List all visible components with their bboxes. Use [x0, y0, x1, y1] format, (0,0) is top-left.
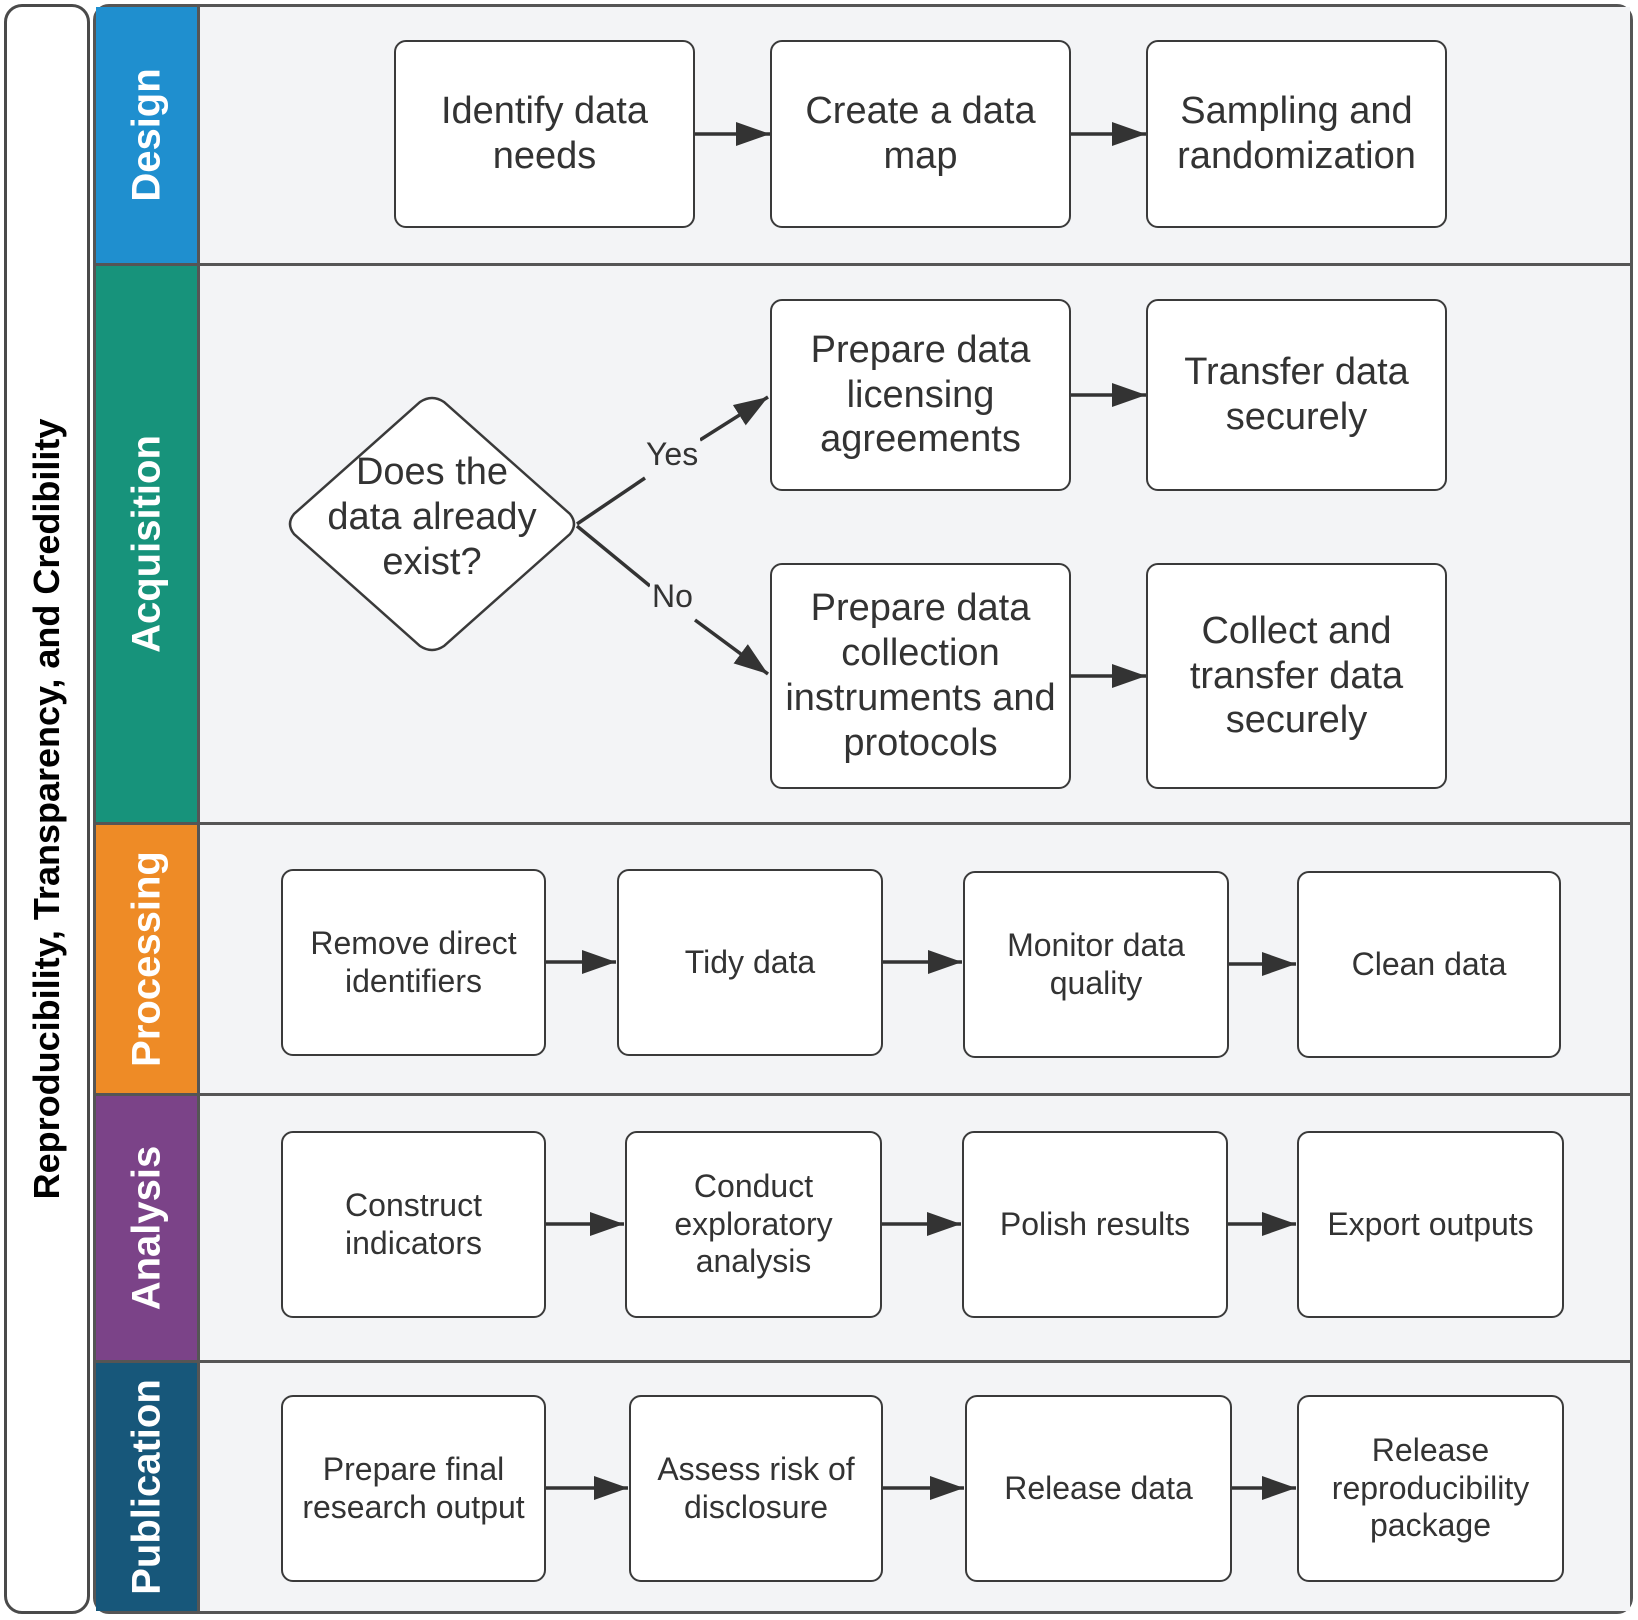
- step-tidy-data: Tidy data: [617, 869, 883, 1056]
- branch-label-yes: Yes: [644, 436, 701, 473]
- step-prepare-final-output: Prepare final research output: [281, 1395, 546, 1582]
- step-sampling-randomization: Sampling and randomization: [1146, 40, 1447, 228]
- lane-label-publication: Publication: [124, 1379, 168, 1595]
- step-construct-indicators: Construct indicators: [281, 1131, 546, 1318]
- step-prepare-instruments: Prepare data collection instruments and …: [770, 563, 1071, 789]
- step-create-data-map: Create a data map: [770, 40, 1071, 228]
- lane-label-design: Design: [124, 68, 168, 202]
- lane-header-acquisition: Acquisition: [96, 266, 200, 822]
- step-polish-results: Polish results: [962, 1131, 1228, 1318]
- lane-divider: [96, 263, 1630, 266]
- lane-header-publication: Publication: [96, 1363, 200, 1611]
- side-banner-title: Reproducibility, Transparency, and Credi…: [26, 418, 67, 1200]
- step-clean-data: Clean data: [1297, 871, 1561, 1058]
- step-assess-disclosure-risk: Assess risk of disclosure: [629, 1395, 883, 1582]
- lane-divider: [96, 1360, 1630, 1363]
- lane-label-processing: Processing: [124, 851, 168, 1067]
- lane-divider: [96, 822, 1630, 825]
- step-monitor-quality: Monitor data quality: [963, 871, 1229, 1058]
- step-export-outputs: Export outputs: [1297, 1131, 1564, 1318]
- side-banner: [4, 4, 90, 1614]
- lane-header-analysis: Analysis: [96, 1096, 200, 1360]
- step-prepare-licensing: Prepare data licensing agreements: [770, 299, 1071, 491]
- step-release-package: Release reproducibility package: [1297, 1395, 1564, 1582]
- lane-header-processing: Processing: [96, 825, 200, 1093]
- decision-text: Does the data already exist?: [327, 451, 537, 583]
- lane-label-analysis: Analysis: [124, 1145, 168, 1311]
- step-remove-identifiers: Remove direct identifiers: [281, 869, 546, 1056]
- lane-label-acquisition: Acquisition: [124, 435, 168, 653]
- branch-label-no: No: [650, 578, 695, 615]
- step-collect-transfer: Collect and transfer data securely: [1146, 563, 1447, 789]
- step-identify-data-needs: Identify data needs: [394, 40, 695, 228]
- step-transfer-securely: Transfer data securely: [1146, 299, 1447, 491]
- step-release-data: Release data: [965, 1395, 1232, 1582]
- lane-header-design: Design: [96, 7, 200, 263]
- step-exploratory-analysis: Conduct exploratory analysis: [625, 1131, 882, 1318]
- lane-divider: [96, 1093, 1630, 1096]
